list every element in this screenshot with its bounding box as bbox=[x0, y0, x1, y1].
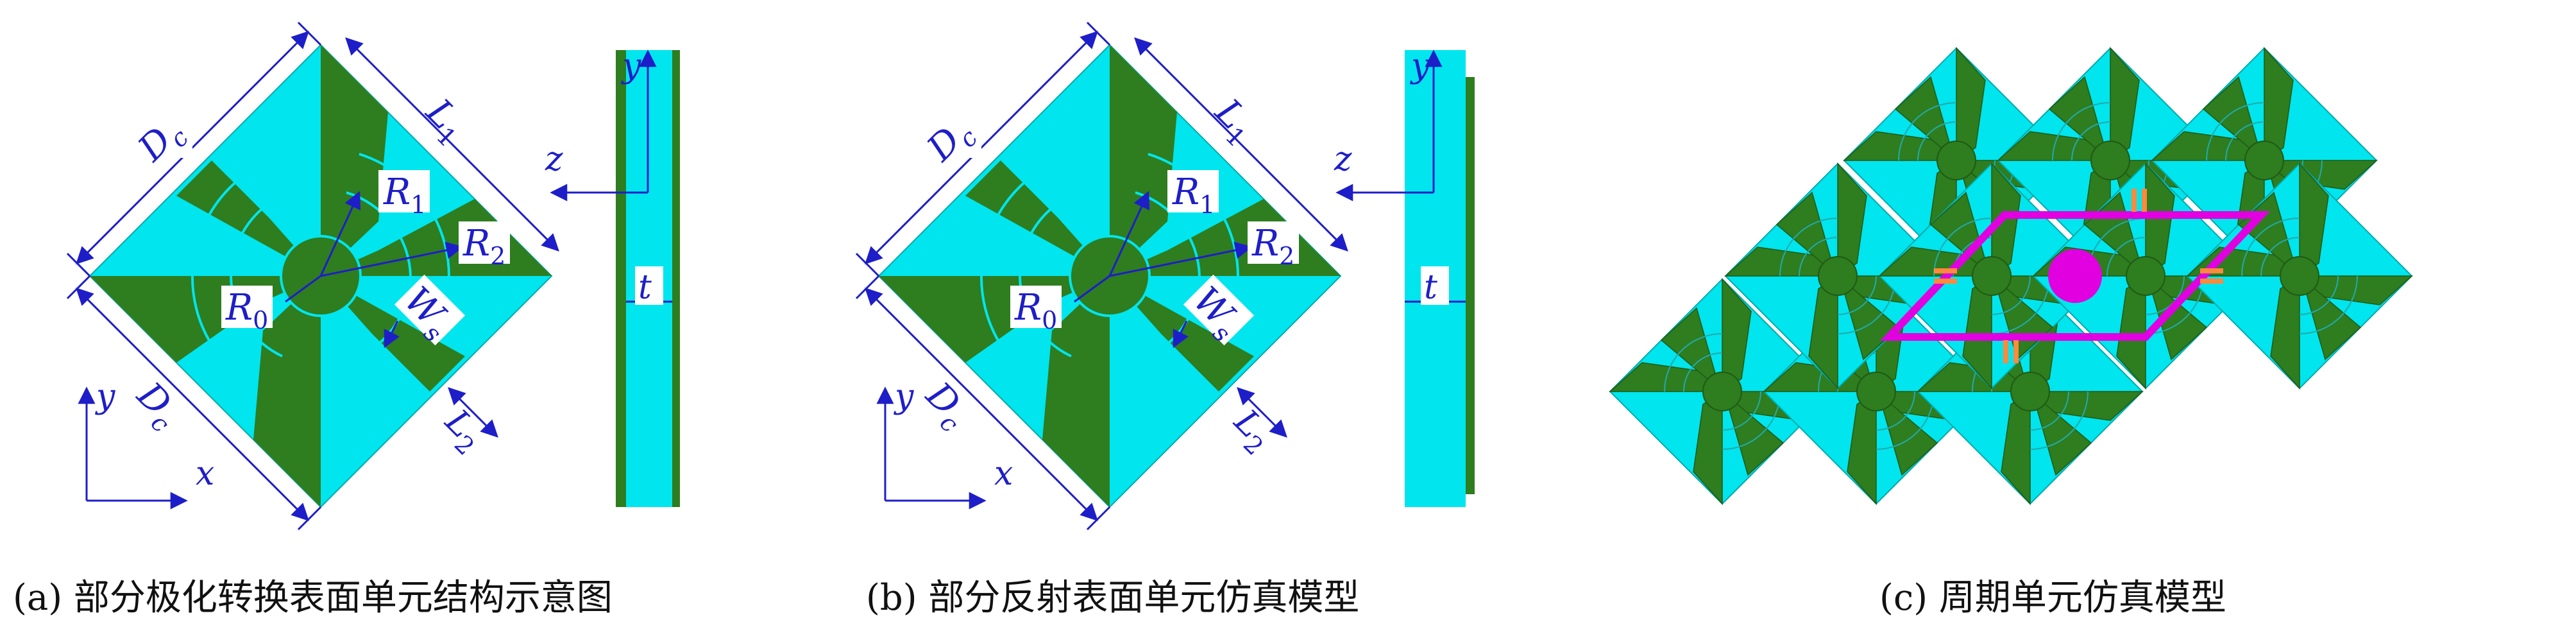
unit-cell-diamond-b bbox=[877, 44, 1342, 508]
axis-z-label-b: z bbox=[1334, 140, 1352, 178]
label-r0: R0 bbox=[225, 287, 268, 334]
label-l2: L2 bbox=[433, 402, 492, 461]
port-marker bbox=[1934, 268, 1957, 284]
label-r1: R1 bbox=[383, 171, 426, 219]
axis-x-label: x bbox=[196, 454, 214, 493]
label-r0-b: R0 bbox=[1014, 287, 1057, 334]
label-dc-bottom: Dc bbox=[124, 374, 189, 438]
panel-a: Dc Dc L1 L2 R1 R2 R0 Ws y x t y z (a) 部分 bbox=[13, 21, 680, 619]
port-marker bbox=[2131, 189, 2147, 212]
label-r1-b: R1 bbox=[1172, 171, 1215, 219]
periodic-cell bbox=[2032, 162, 2259, 390]
label-l1: L1 bbox=[414, 90, 475, 152]
label-t-b: t bbox=[1424, 268, 1437, 307]
side-view-b: t y z bbox=[1334, 47, 1475, 507]
label-r2: R2 bbox=[462, 223, 505, 270]
axis-y-label-b: y bbox=[894, 377, 914, 416]
label-t: t bbox=[638, 268, 652, 307]
caption-a: (a) 部分极化转换表面单元结构示意图 bbox=[13, 577, 613, 619]
panel-b: Dc Dc L1 L2 R1 R2 R0 Ws y x t y z (b) 部分… bbox=[855, 21, 1475, 619]
port-marker bbox=[2200, 268, 2223, 284]
periodic-boundary bbox=[1880, 211, 2270, 341]
axis-x-label-b: x bbox=[994, 454, 1013, 493]
label-r2-b: R2 bbox=[1251, 223, 1294, 270]
periodic-cell bbox=[2186, 162, 2413, 390]
axis-z-label: z bbox=[545, 140, 563, 178]
axis-y-side-label: y bbox=[621, 47, 641, 85]
panel-c bbox=[1609, 47, 2413, 505]
caption-c: (c) 周期单元仿真模型 bbox=[1879, 577, 2226, 619]
side-view: t y z bbox=[545, 47, 680, 507]
caption-b: (b) 部分反射表面单元仿真模型 bbox=[866, 577, 1359, 619]
unit-cell-diamond bbox=[89, 44, 553, 508]
excitation-port bbox=[2048, 249, 2102, 303]
label-l2-b: L2 bbox=[1222, 402, 1281, 461]
axis-y-label: y bbox=[95, 377, 115, 416]
label-l1-b: L1 bbox=[1203, 90, 1264, 152]
axis-y-side-label-b: y bbox=[1410, 47, 1430, 85]
label-dc-bottom-b: Dc bbox=[913, 374, 978, 438]
port-marker bbox=[2003, 340, 2019, 363]
